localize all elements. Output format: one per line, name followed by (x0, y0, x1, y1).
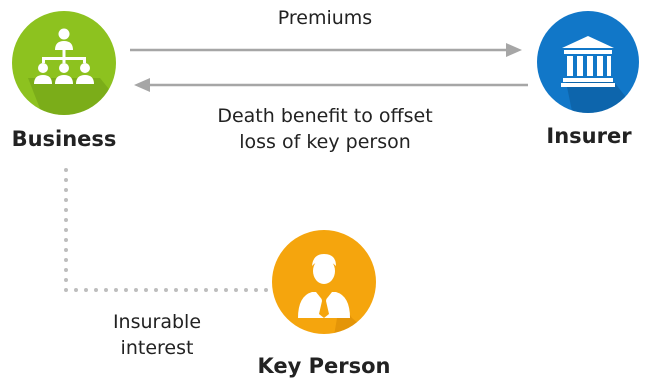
death-benefit-label-line1: Death benefit to offset (217, 105, 433, 127)
bank-building-icon (561, 36, 615, 87)
key-person-label: Key Person (257, 354, 391, 378)
business-node (12, 11, 116, 115)
insurable-interest-label-line1: Insurable (112, 311, 202, 333)
death-benefit-label: Death benefit to offset loss of key pers… (190, 104, 460, 155)
business-label: Business (11, 127, 117, 151)
org-chart-icon (34, 28, 94, 84)
insurable-interest-connector (64, 168, 270, 292)
key-person-node (272, 230, 376, 334)
insurer-node (537, 11, 639, 113)
premiums-label: Premiums (277, 7, 373, 29)
insurer-label: Insurer (546, 124, 632, 148)
businessman-icon (298, 254, 350, 318)
death-benefit-label-line2: loss of key person (239, 130, 411, 153)
premiums-arrow (130, 43, 522, 57)
insurable-interest-label: Insurable interest (92, 310, 222, 361)
death-benefit-arrow (134, 78, 528, 92)
insurable-interest-label-line2: interest (120, 336, 194, 359)
